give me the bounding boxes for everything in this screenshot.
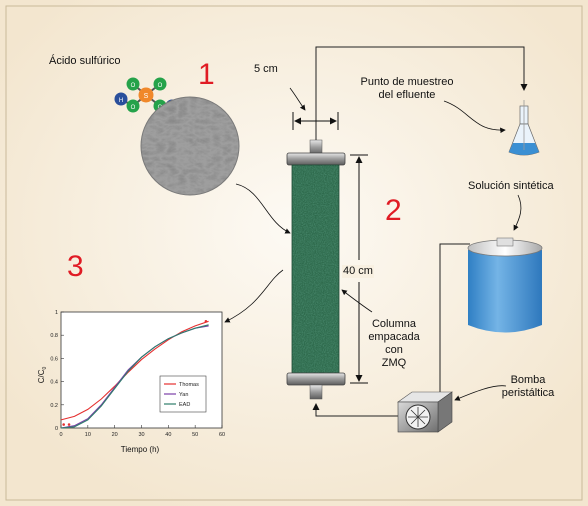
data-point <box>204 319 208 323</box>
legend-label: EAD <box>179 402 190 408</box>
effluent-tube <box>315 46 528 140</box>
sulfuric-acid-label: Ácido sulfúrico <box>49 55 121 67</box>
hydrogen-symbol: H <box>119 98 123 104</box>
column-label-pointer <box>341 289 373 313</box>
chart-points <box>62 319 208 426</box>
solution-tank <box>467 237 543 333</box>
micrograph-pointer <box>235 183 291 234</box>
column-label: Columna empacada con ZMQ <box>354 318 434 370</box>
y-tick-label: 1 <box>55 310 58 316</box>
chart-ticks: 0 10 20 30 40 50 60 0 0.2 0.4 0.6 0.8 1 <box>50 310 225 438</box>
x-tick-label: 20 <box>112 432 118 438</box>
oxygen-symbol: O <box>158 83 163 89</box>
height-label: 40 cm <box>342 265 374 278</box>
y-axis-label: C/C0 <box>37 367 48 384</box>
x-tick-label: 60 <box>219 432 225 438</box>
height-dimension <box>350 154 368 384</box>
column-label-line-3: con <box>385 344 403 356</box>
sulfuric-acid-molecule: O O O O S H H <box>114 77 179 113</box>
step-number-1: 1 <box>198 58 215 91</box>
pump-pointer <box>454 385 507 401</box>
x-axis-label: Tiempo (h) <box>121 445 160 454</box>
data-point <box>62 423 65 426</box>
oxygen-atom <box>126 77 140 91</box>
width-label: 5 cm <box>254 63 278 75</box>
width-dimension <box>289 87 339 130</box>
breakthrough-chart: 0 10 20 30 40 50 60 0 0.2 0.4 0.6 0.8 1 ThomasYanEAD… <box>37 310 225 454</box>
oxygen-atom <box>126 99 140 113</box>
series-line-ead <box>60 324 209 429</box>
legend-label: Yan <box>179 392 188 398</box>
chart-series <box>60 320 209 429</box>
sulfur-symbol: S <box>144 93 149 100</box>
chart-pointer <box>224 269 284 323</box>
sampling-point-line-2: del efluente <box>378 89 436 101</box>
column-label-line-1: Columna <box>371 318 417 330</box>
sampling-flask <box>508 100 540 156</box>
solution-pointer <box>513 194 522 231</box>
pump-label-line-1: Bomba <box>510 374 546 386</box>
pump-label: Bomba peristáltica <box>488 374 568 400</box>
oxygen-symbol: O <box>131 105 136 111</box>
x-tick-label: 30 <box>138 432 144 438</box>
sampling-point-line-1: Punto de muestreo <box>360 76 454 88</box>
packed-column <box>286 139 346 400</box>
pump-label-line-2: peristáltica <box>501 387 555 399</box>
data-point <box>67 423 71 426</box>
x-tick-label: 40 <box>165 432 171 438</box>
series-line-thomas <box>60 320 209 421</box>
oxygen-symbol: O <box>131 83 136 89</box>
y-tick-label: 0.6 <box>50 356 58 362</box>
column-label-line-4: ZMQ <box>381 357 407 369</box>
x-tick-label: 50 <box>192 432 198 438</box>
step-number-3: 3 <box>67 250 84 283</box>
y-tick-label: 0 <box>55 426 58 432</box>
y-tick-label: 0.2 <box>50 403 58 409</box>
frame-border <box>5 5 583 501</box>
x-tick-label: 10 <box>85 432 91 438</box>
return-tube <box>312 403 398 417</box>
oxygen-atom <box>153 77 167 91</box>
solution-label: Solución sintética <box>468 180 554 192</box>
sulfur-atom <box>138 87 154 103</box>
column-label-line-2: empacada <box>368 331 420 343</box>
peristaltic-pump <box>397 391 453 433</box>
sem-micrograph <box>140 96 240 196</box>
y-tick-label: 0.4 <box>50 380 58 386</box>
sampling-point-label: Punto de muestreo del efluente <box>354 76 460 102</box>
x-tick-label: 0 <box>59 432 62 438</box>
feed-tube <box>436 243 470 399</box>
step-number-2: 2 <box>385 194 402 227</box>
y-tick-label: 0.8 <box>50 333 58 339</box>
legend-label: Thomas <box>179 382 199 388</box>
sampling-pointer <box>443 100 506 134</box>
hydrogen-atom <box>114 92 128 106</box>
